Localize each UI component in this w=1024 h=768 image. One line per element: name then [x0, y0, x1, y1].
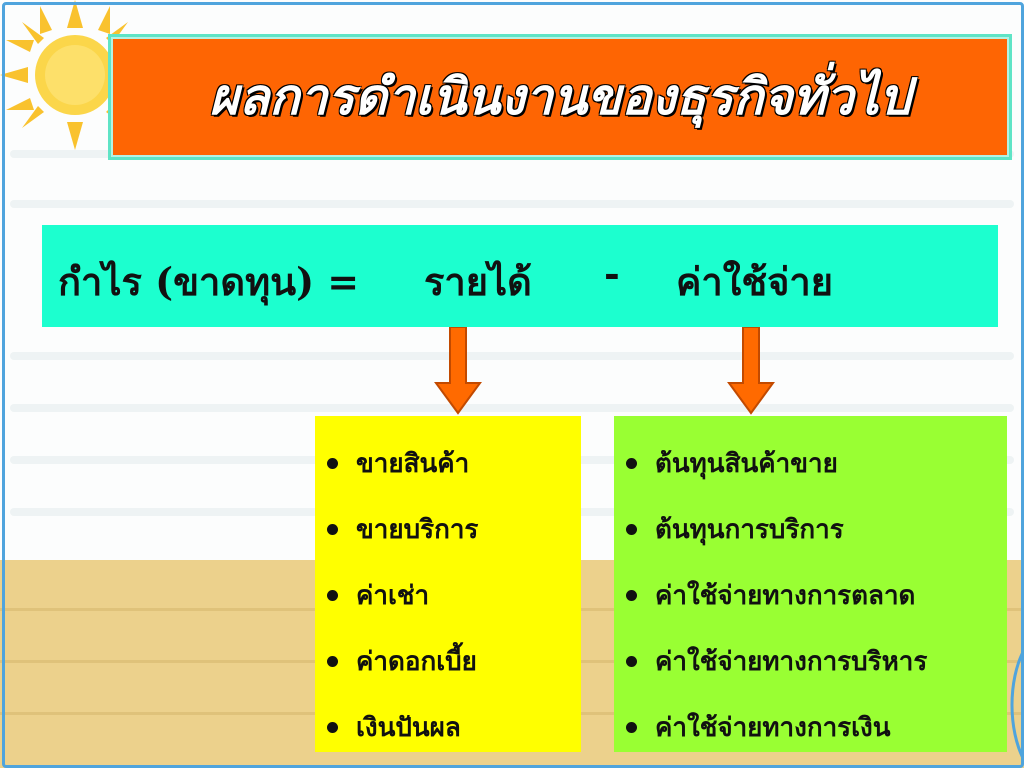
revenue-item-label: ขายบริการ [356, 514, 479, 545]
revenue-item-label: ค่าเช่า [356, 580, 430, 611]
list-item: เงินปันผล [327, 694, 581, 760]
bullet-icon [327, 457, 338, 469]
formula-revenue: รายได้ [424, 259, 532, 304]
list-item: ค่าดอกเบี้ย [327, 628, 581, 694]
bullet-icon [626, 721, 637, 733]
formula-profit-loss: กำไร (ขาดทุน) = [58, 259, 360, 304]
cloud-stripe [10, 352, 1014, 360]
revenue-item-label: เงินปันผล [356, 712, 461, 743]
expense-item-label: ค่าใช้จ่ายทางการบริหาร [655, 646, 928, 677]
bullet-icon [327, 655, 338, 667]
cloud-stripe [10, 200, 1014, 208]
bullet-icon [626, 457, 637, 469]
list-item: ขายสินค้า [327, 430, 581, 496]
slide-title: ผลการดำเนินงานของธุรกิจทั่วไป [209, 66, 911, 126]
list-item: ต้นทุนการบริการ [626, 496, 1007, 562]
list-item: ต้นทุนสินค้าขาย [626, 430, 1007, 496]
list-item: ค่าใช้จ่ายทางการบริหาร [626, 628, 1007, 694]
bullet-icon [626, 589, 637, 601]
expense-list-box: ต้นทุนสินค้าขาย ต้นทุนการบริการ ค่าใช้จ่… [614, 416, 1007, 752]
revenue-item-label: ขายสินค้า [356, 448, 470, 479]
expense-item-label: ต้นทุนสินค้าขาย [655, 448, 838, 479]
list-item: ขายบริการ [327, 496, 581, 562]
revenue-list: ขายสินค้า ขายบริการ ค่าเช่า ค่าดอกเบี้ย … [327, 430, 581, 760]
list-item: ค่าเช่า [327, 562, 581, 628]
formula-minus: - [604, 251, 620, 296]
down-arrow-icon [727, 327, 775, 415]
formula-banner: กำไร (ขาดทุน) = รายได้ - ค่าใช้จ่าย [42, 225, 998, 327]
revenue-list-box: ขายสินค้า ขายบริการ ค่าเช่า ค่าดอกเบี้ย … [315, 416, 581, 752]
formula-expenses: ค่าใช้จ่าย [676, 259, 833, 304]
expense-list: ต้นทุนสินค้าขาย ต้นทุนการบริการ ค่าใช้จ่… [626, 430, 1007, 760]
revenue-item-label: ค่าดอกเบี้ย [356, 646, 477, 677]
bullet-icon [626, 523, 637, 535]
bullet-icon [327, 589, 338, 601]
decorative-edge-shape [1010, 650, 1024, 760]
expense-item-label: ค่าใช้จ่ายทางการตลาด [655, 580, 916, 611]
down-arrow-icon [434, 327, 482, 415]
bullet-icon [327, 523, 338, 535]
bullet-icon [626, 655, 637, 667]
list-item: ค่าใช้จ่ายทางการเงิน [626, 694, 1007, 760]
expense-item-label: ต้นทุนการบริการ [655, 514, 844, 545]
bullet-icon [327, 721, 338, 733]
expense-item-label: ค่าใช้จ่ายทางการเงิน [655, 712, 891, 743]
list-item: ค่าใช้จ่ายทางการตลาด [626, 562, 1007, 628]
title-banner: ผลการดำเนินงานของธุรกิจทั่วไป [108, 34, 1012, 160]
cloud-stripe [10, 404, 1014, 412]
